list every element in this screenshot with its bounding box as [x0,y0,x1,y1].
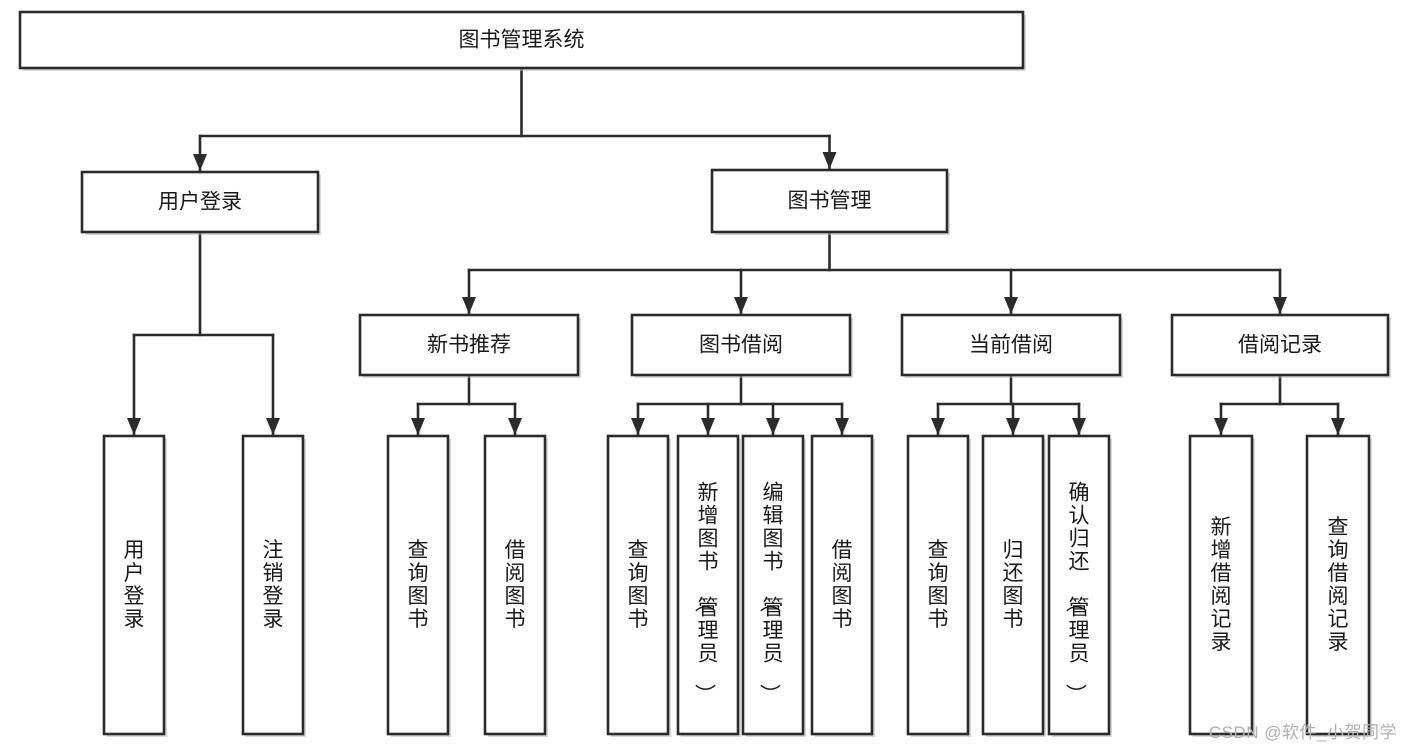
arrow-head-icon [1006,418,1020,435]
node-rect [102,434,166,736]
node-edit-book-admin[interactable]: 编辑图书（管理员） [741,434,806,737]
node-rect [1047,434,1111,736]
node-return-book[interactable]: 归还图书 [981,434,1046,737]
node-borrow-book-2[interactable]: 借阅图书 [810,434,875,737]
node-user-login[interactable]: 用户登录 [80,170,321,235]
node-query-borrow-record[interactable]: 查询借阅记录 [1305,434,1372,737]
node-rect [981,434,1045,736]
node-label: 新书推荐 [427,334,511,357]
node-rect [483,434,547,736]
node-label: 注销登录 [263,539,284,631]
arrow-head-icon [822,152,837,169]
node-book-borrow[interactable]: 图书借阅 [630,313,853,378]
node-rect [80,170,320,234]
node-label: 图书管理 [788,190,872,213]
node-label: 图书借阅 [699,334,783,357]
node-root[interactable]: 图书管理系统 [18,10,1026,71]
node-confirm-return-admin[interactable]: 确认归还（管理员） [1047,434,1112,737]
arrow-head-icon [1331,418,1345,435]
node-query-book-2[interactable]: 查询图书 [606,434,671,737]
node-rect [1305,434,1371,736]
node-rect [358,313,580,377]
node-borrow-book-1[interactable]: 借阅图书 [483,434,548,737]
node-label: 图书管理系统 [459,29,585,52]
arrow-head-icon [193,154,207,171]
arrow-head-icon [1072,418,1086,435]
node-rect [386,434,450,736]
node-current-borrow[interactable]: 当前借阅 [900,313,1123,378]
node-query-book-3[interactable]: 查询图书 [906,434,971,737]
arrow-head-icon [1273,297,1287,314]
node-label: 查询借阅记录 [1328,516,1349,654]
node-user-login-do[interactable]: 用户登录 [102,434,167,737]
arrow-head-icon [701,418,715,435]
node-borrow-record[interactable]: 借阅记录 [1170,313,1391,378]
arrow-head-icon [835,418,849,435]
node-add-book-admin[interactable]: 新增图书（管理员） [676,434,741,737]
node-query-book-1[interactable]: 查询图书 [386,434,451,737]
arrow-head-icon [462,297,476,314]
node-label: 归还图书 [1003,539,1024,631]
node-add-borrow-record[interactable]: 新增借阅记录 [1188,434,1255,737]
arrow-head-icon [411,418,425,435]
node-rect [710,168,949,234]
node-rect [741,434,805,736]
node-rect [18,10,1025,70]
node-label: 借阅图书 [505,539,526,631]
node-rect [1188,434,1254,736]
node-user-logout[interactable]: 注销登录 [241,434,306,737]
node-rect [900,313,1122,377]
node-label: 确认归还（管理员） [1064,481,1090,704]
node-rect [241,434,305,736]
node-label: 查询图书 [928,539,949,631]
node-label: 用户登录 [158,191,242,214]
arrow-head-icon [766,418,780,435]
arrow-head-icon [127,418,141,435]
node-label: 新增借阅记录 [1211,516,1232,654]
node-rect [810,434,874,736]
arrow-head-icon [1004,297,1018,314]
node-new-book-recommend[interactable]: 新书推荐 [358,313,581,378]
node-label: 借阅记录 [1238,334,1322,357]
node-rect [606,434,670,736]
arrow-head-icon [631,418,645,435]
node-label: 编辑图书（管理员） [758,481,784,704]
arrow-head-icon [734,297,748,314]
node-layer: 图书管理系统用户登录图书管理用户登录注销登录新书推荐查询图书借阅图书图书借阅查询… [18,10,1391,737]
node-book-manage[interactable]: 图书管理 [710,168,950,235]
node-rect [906,434,970,736]
connector-layer [127,66,1345,436]
node-label: 查询图书 [628,539,649,631]
node-label: 新增图书（管理员） [693,481,719,704]
arrow-head-icon [1214,418,1228,435]
arrow-head-icon [266,418,280,435]
arrow-head-icon [508,418,522,435]
node-rect [676,434,740,736]
node-label: 查询图书 [408,539,429,631]
arrow-head-icon [931,418,945,435]
node-label: 借阅图书 [832,539,853,631]
node-label: 当前借阅 [969,334,1053,357]
node-label: 用户登录 [124,539,145,631]
node-rect [630,313,852,377]
node-rect [1170,313,1390,377]
